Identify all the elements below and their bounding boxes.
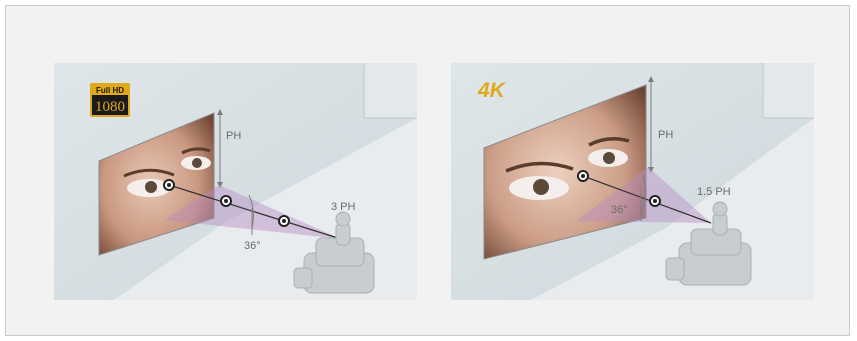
- room-corner: [763, 63, 814, 118]
- angle-label: 36°: [611, 204, 628, 216]
- 4k-illustration: PH 36° 1.5 PH 4K: [451, 63, 814, 300]
- full-hd-illustration: PH 36° 3 PH Full HD 1080: [54, 63, 417, 300]
- full-hd-badge: Full HD 1080: [90, 83, 130, 117]
- 4k-badge: 4K: [477, 79, 507, 102]
- 4k-panel: PH 36° 1.5 PH 4K: [451, 63, 814, 300]
- angle-label: 36°: [244, 240, 261, 252]
- badge-top-text: Full HD: [96, 86, 124, 95]
- height-label: PH: [226, 130, 241, 142]
- room-corner: [364, 63, 417, 118]
- badge-bottom-text: 1080: [95, 99, 125, 115]
- distance-label: 1.5 PH: [697, 186, 731, 198]
- full-hd-panel: PH 36° 3 PH Full HD 1080: [54, 63, 417, 300]
- height-label: PH: [658, 129, 673, 141]
- diagram-frame: PH 36° 3 PH Full HD 1080: [5, 5, 850, 336]
- distance-label: 3 PH: [331, 201, 356, 213]
